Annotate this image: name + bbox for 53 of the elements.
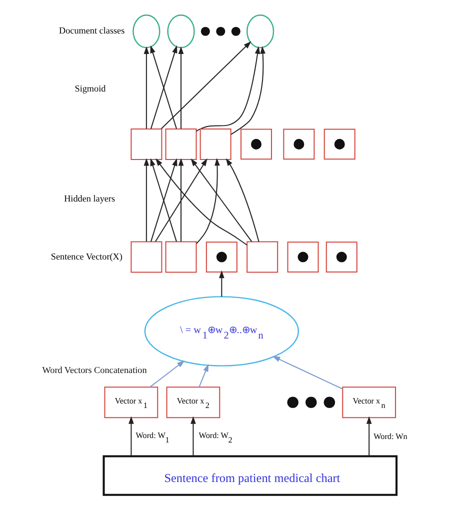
arrow <box>230 46 265 134</box>
node-circle <box>132 14 160 48</box>
arrow <box>178 46 184 128</box>
node-box <box>130 240 162 272</box>
node-label: Word Vectors Concatenation <box>42 364 146 375</box>
arrow <box>196 158 220 244</box>
node-dot <box>216 26 225 36</box>
arrow <box>196 46 260 132</box>
node-dot <box>293 138 304 149</box>
cluster <box>240 128 272 160</box>
arrow <box>128 416 134 456</box>
arrow <box>178 158 184 242</box>
cluster <box>205 241 237 272</box>
cluster <box>282 128 314 160</box>
arrow <box>154 158 207 242</box>
node-circle <box>166 14 194 48</box>
edge-label: Word: Wn <box>373 431 407 440</box>
node-box <box>199 128 231 160</box>
node-dot <box>336 251 346 262</box>
node-box: Sentence from patient medical chart <box>102 454 398 496</box>
arrow <box>155 158 247 245</box>
label: Hidden layers <box>64 192 115 203</box>
cluster <box>286 241 318 272</box>
arrow <box>198 363 208 387</box>
arrow <box>143 46 149 128</box>
arrow <box>366 416 372 456</box>
node-dot <box>230 26 240 36</box>
cluster <box>325 241 357 272</box>
node-circle <box>246 14 274 48</box>
node-dot <box>297 251 308 262</box>
arrow <box>143 158 149 242</box>
label: Sentence Vector(X) <box>50 250 122 261</box>
node-dot <box>250 138 261 149</box>
label: Sigmoid <box>74 83 106 94</box>
node-dot <box>200 26 210 36</box>
node-dot <box>286 396 298 408</box>
arrow <box>218 270 224 296</box>
node-box <box>246 240 278 272</box>
node-box <box>130 128 162 160</box>
node-dot <box>334 138 344 149</box>
label: Document classes <box>58 25 124 36</box>
arrow <box>149 360 184 387</box>
arrow <box>160 40 251 129</box>
cluster <box>323 128 355 160</box>
arrow <box>190 416 196 456</box>
node-dot <box>323 396 335 408</box>
node-dot <box>305 396 316 408</box>
node-dot <box>216 251 226 262</box>
arrow <box>225 158 259 242</box>
node-box <box>164 128 196 160</box>
arrow <box>190 158 252 242</box>
arrow <box>272 356 342 389</box>
node-box <box>164 240 196 272</box>
